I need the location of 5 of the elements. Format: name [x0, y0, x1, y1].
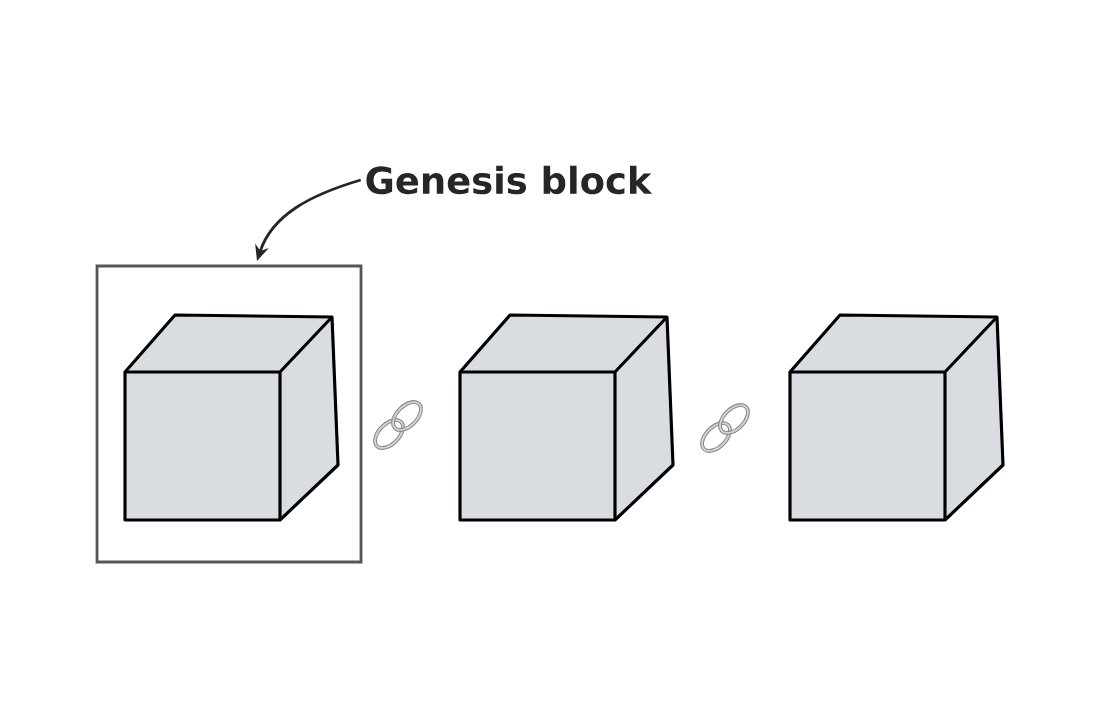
callout-label: Genesis block	[366, 165, 653, 195]
cube-drawing	[788, 313, 1005, 522]
cube-drawing	[123, 313, 340, 522]
cube-drawing	[458, 313, 675, 522]
frame-box	[95, 264, 363, 564]
